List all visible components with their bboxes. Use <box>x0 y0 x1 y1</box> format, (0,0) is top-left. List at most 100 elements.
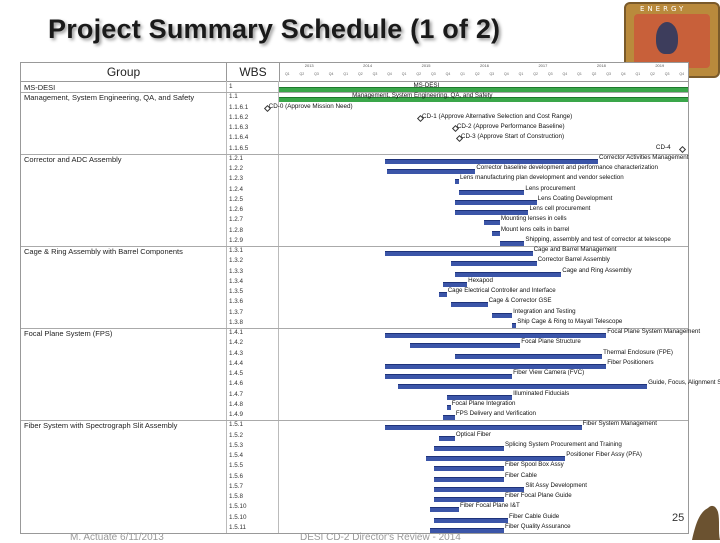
gantt-bar <box>450 261 537 267</box>
wbs-code: 1.4.1 <box>229 329 244 336</box>
quarter-label: Q3 <box>431 72 436 76</box>
task-label: Cage & Corrector GSE <box>488 297 552 305</box>
group-separator <box>21 246 688 247</box>
task-label: Splicing System Procurement and Training <box>504 440 622 448</box>
group-column-header: Group <box>21 63 226 82</box>
quarter-label: Q2 <box>416 72 422 76</box>
quarter-label: Q2 <box>533 72 538 76</box>
gantt-bar <box>385 251 533 256</box>
year-label: 2019 <box>655 63 665 68</box>
corner-decoration <box>692 505 720 540</box>
gantt-bar <box>430 507 459 513</box>
wbs-code: 1.4.3 <box>229 349 244 357</box>
wbs-code: 1.2.1 <box>229 154 244 162</box>
wbs-code: 1.3.4 <box>229 277 244 285</box>
task-label: Fiber Focal Plane Guide <box>504 492 572 499</box>
gantt-bar <box>454 199 537 205</box>
milestone-diamond-icon <box>678 145 686 153</box>
year-label: 2017 <box>538 63 548 68</box>
group-label: Cage & Ring Assembly with Barrel Compone… <box>24 247 183 256</box>
task-label: Cage and Ring Assembly <box>562 266 632 274</box>
gantt-bar <box>454 271 562 277</box>
wbs-code: 1.1.6.5 <box>229 144 249 152</box>
task-label: Integration and Testing <box>513 307 576 315</box>
gantt-bar <box>491 230 500 236</box>
wbs-code: 1.5.2 <box>229 431 244 439</box>
milestone-label: CD-4 <box>655 143 671 151</box>
task-label: Cage and Barrel Management <box>533 246 617 253</box>
milestone-label: CD-1 (Approve Alternative Selection and … <box>422 112 573 120</box>
year-label: 2014 <box>363 63 373 68</box>
quarter-label: Q2 <box>299 72 305 76</box>
task-label: Hexapod <box>468 276 493 284</box>
group-separator <box>21 92 688 94</box>
gantt-bar <box>426 456 566 461</box>
quarter-label: Q2 <box>591 72 597 76</box>
gantt-bar <box>454 210 529 215</box>
wbs-code: 1.2.8 <box>229 226 244 234</box>
wbs-code: 1.4.4 <box>229 359 244 367</box>
quarter-label: Q2 <box>357 72 363 76</box>
gantt-bar <box>385 363 607 369</box>
gantt-bar <box>438 292 447 297</box>
task-label: Focal Plane Structure <box>521 338 581 346</box>
wbs-code: 1.3.5 <box>229 288 244 295</box>
wbs-code: 1.2.3 <box>229 175 244 183</box>
wbs-code: 1.3.1 <box>229 247 244 254</box>
gantt-bar <box>279 87 688 92</box>
task-label: Corrector Activities Management <box>599 153 689 161</box>
group-label: Fiber System with Spectrograph Slit Asse… <box>24 421 178 431</box>
gantt-bar <box>499 240 525 246</box>
footer-center: DESI CD-2 Director's Review - 2014 <box>300 532 461 543</box>
group-label: Corrector and ADC Assembly <box>24 154 122 164</box>
task-label: Fiber System Management <box>582 420 657 428</box>
milestone-label: CD-3 (Approve Start of Construction) <box>460 133 565 141</box>
task-label: Lens manufacturing plan development and … <box>459 174 624 182</box>
year-label: 2015 <box>421 63 431 68</box>
gantt-bar <box>387 169 476 174</box>
task-label: Optical Fiber <box>455 430 491 438</box>
year-label: 2013 <box>304 63 314 68</box>
wbs-code: 1.5.10 <box>229 513 247 521</box>
page-number: 25 <box>672 512 685 524</box>
gantt-bar <box>442 415 455 420</box>
gantt-bar <box>434 445 504 451</box>
gantt-bar <box>434 476 504 482</box>
quarter-label: Q1 <box>635 72 641 76</box>
quarter-label: Q1 <box>518 72 524 76</box>
task-label: Lens cell procurement <box>529 205 591 212</box>
task-label: Shipping, assembly and test of corrector… <box>525 235 671 243</box>
quarter-label: Q3 <box>372 72 378 76</box>
gantt-bar <box>434 517 509 523</box>
task-label: MS-DESI <box>413 82 440 89</box>
wbs-code: 1.4.7 <box>229 390 244 398</box>
gantt-bar <box>385 333 607 338</box>
task-label: FPS Delivery and Verification <box>455 410 536 417</box>
wbs-column-header: WBS <box>226 63 279 82</box>
task-label: Ship Cage & Ring to Mayall Telescope <box>517 317 623 325</box>
task-label: Illuminated Fiducials <box>513 389 570 397</box>
task-label: Fiber View Camera (FVC) <box>513 369 585 376</box>
wbs-code: 1.2.5 <box>229 195 244 203</box>
gantt-bar <box>442 281 468 287</box>
gantt-bar <box>454 353 603 359</box>
task-label: Corrector Barrel Assembly <box>537 256 610 264</box>
wbs-code: 1.5.10 <box>229 503 247 511</box>
wbs-code: 1.3.7 <box>229 308 244 316</box>
quarter-label: Q1 <box>460 72 465 76</box>
year-label: 2018 <box>596 63 606 68</box>
wbs-code: 1.4.8 <box>229 400 244 408</box>
quarter-label: Q3 <box>547 72 553 76</box>
gantt-bar <box>434 486 525 492</box>
quarter-label: Q4 <box>504 72 509 76</box>
slide-title: Project Summary Schedule (1 of 2) <box>48 14 501 44</box>
wbs-code: 1.1.6.1 <box>229 103 249 111</box>
wbs-code: 1.5.8 <box>229 493 244 500</box>
gantt-bar <box>458 189 525 195</box>
gantt-bar <box>385 374 513 379</box>
quarter-label: Q4 <box>562 72 568 76</box>
wbs-code: 1 <box>229 83 233 90</box>
wbs-code: 1.2.2 <box>229 165 244 172</box>
